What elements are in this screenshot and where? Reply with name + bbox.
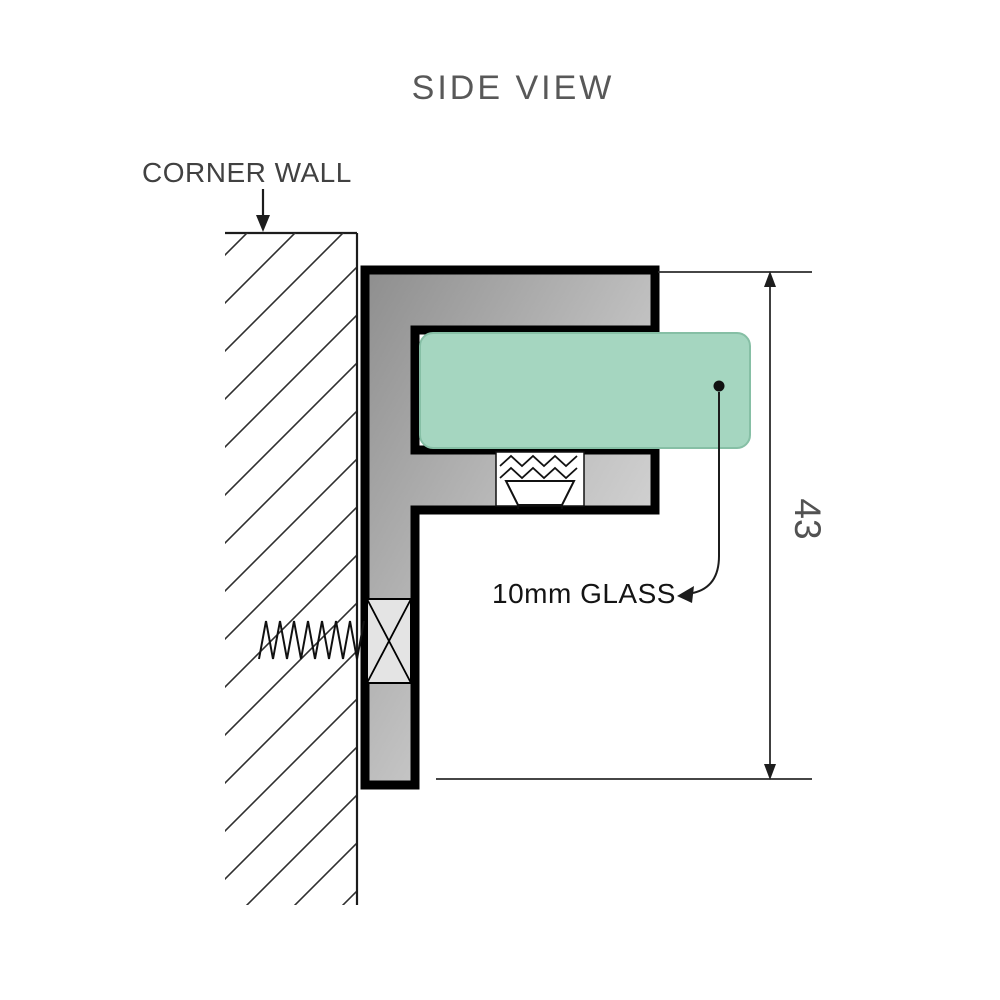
grub-screw-hidden-lines	[517, 505, 563, 512]
dimension-43: 43	[436, 271, 828, 780]
glass-leader-arrowhead-icon	[677, 586, 694, 603]
glass-reference-dot	[713, 380, 725, 392]
wall-hatching	[225, 233, 356, 905]
diagram-title: SIDE VIEW	[412, 69, 615, 107]
wall-screw-head-cross	[366, 598, 412, 684]
dim-arrowhead-bottom-icon	[764, 764, 776, 780]
wall-screw	[258, 598, 412, 684]
wall-screw-threads	[258, 620, 365, 660]
glass-leader-line	[692, 392, 720, 594]
grub-screw-threads	[499, 454, 578, 480]
grub-screw-cup	[504, 480, 576, 506]
grub-screw	[495, 451, 585, 512]
corner-wall-arrowhead-icon	[256, 215, 270, 232]
glass-panel	[419, 332, 751, 449]
dim-arrowhead-top-icon	[764, 271, 776, 287]
glass-label: 10mm GLASS	[492, 578, 676, 609]
bracket-profile	[360, 265, 660, 790]
dim-label: 43	[787, 498, 828, 539]
corner-wall-label: CORNER WALL	[142, 157, 352, 188]
